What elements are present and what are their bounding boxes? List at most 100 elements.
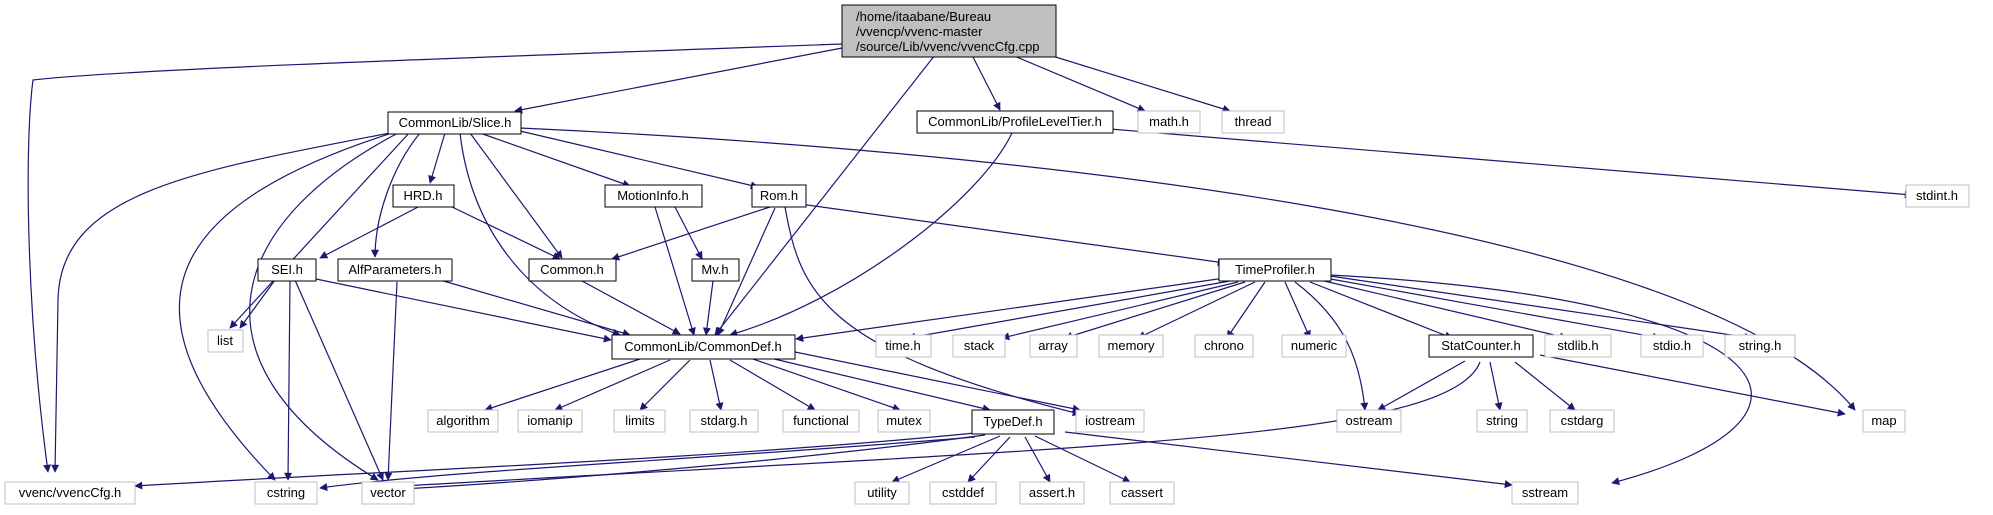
node-profileleveltier-h[interactable]: CommonLib/ProfileLevelTier.h: [916, 110, 1114, 134]
node-timeprofiler-h[interactable]: TimeProfiler.h: [1218, 258, 1332, 282]
edge-tp-to-memory: [1137, 281, 1256, 339]
node-cstdarg[interactable]: cstdarg: [1549, 409, 1615, 433]
node-array-label: array: [1038, 338, 1068, 353]
node-cstring[interactable]: cstring: [254, 481, 318, 505]
node-motioninfo-h[interactable]: MotionInfo.h: [604, 184, 703, 208]
node-algorithm[interactable]: algorithm: [427, 409, 499, 433]
edge-cd-to-stdarg: [709, 359, 724, 411]
node-stack-label: stack: [964, 338, 995, 353]
node-cassert[interactable]: cassert: [1109, 481, 1175, 505]
edge-slice-to-motion: [479, 132, 631, 188]
node-slice-h[interactable]: CommonLib/Slice.h: [387, 111, 522, 135]
edge-cd-to-iomanip: [554, 359, 671, 411]
node-algorithm-label: algorithm: [436, 413, 489, 428]
edge-motion-to-commondef: [654, 206, 696, 336]
node-list[interactable]: list: [207, 329, 244, 353]
node-statcounter-label: StatCounter.h: [1441, 338, 1521, 353]
node-iostream[interactable]: iostream: [1075, 409, 1145, 433]
node-mutex[interactable]: mutex: [877, 409, 931, 433]
node-utility[interactable]: utility: [854, 481, 910, 505]
node-stringh-label: string.h: [1739, 338, 1782, 353]
node-time-h[interactable]: time.h: [875, 334, 932, 358]
node-mv-h[interactable]: Mv.h: [691, 258, 740, 282]
node-rom-label: Rom.h: [760, 188, 798, 203]
node-functional-label: functional: [793, 413, 849, 428]
edge-motion-to-mv: [674, 206, 703, 260]
node-stdarg-h[interactable]: stdarg.h: [689, 409, 759, 433]
node-map[interactable]: map: [1862, 409, 1906, 433]
node-common-h[interactable]: Common.h: [528, 258, 617, 282]
node-cstddef[interactable]: cstddef: [929, 481, 997, 505]
node-vector[interactable]: vector: [361, 481, 415, 505]
node-string-label: string: [1486, 413, 1518, 428]
edge-sei-to-vector: [294, 279, 384, 481]
edge-sc-to-cstdarg: [1514, 361, 1576, 411]
edge-sei-to-list: [239, 279, 276, 329]
node-stdlib-h[interactable]: stdlib.h: [1544, 334, 1612, 358]
node-alfparameters-h[interactable]: AlfParameters.h: [337, 258, 453, 282]
node-stdarg-label: stdarg.h: [701, 413, 748, 428]
node-vvenccfg-cpp[interactable]: /home/itaabane/Bureau /vvencp/vvenc-mast…: [841, 4, 1057, 58]
edge-rom-to-timeprof: [799, 203, 1226, 266]
node-hrd-h[interactable]: HRD.h: [392, 184, 455, 208]
node-stdio-h[interactable]: stdio.h: [1640, 334, 1704, 358]
node-cassert-label: cassert: [1121, 485, 1163, 500]
node-limits[interactable]: limits: [613, 409, 666, 433]
edge-hrd-to-common: [449, 205, 561, 260]
node-cstring-label: cstring: [267, 485, 305, 500]
node-functional[interactable]: functional: [782, 409, 860, 433]
node-rom-h[interactable]: Rom.h: [751, 184, 807, 208]
edge-rom-to-commondef: [717, 207, 776, 336]
node-typedef-label: TypeDef.h: [983, 414, 1042, 429]
node-stdint-h[interactable]: stdint.h: [1905, 184, 1970, 208]
node-ostream-label: ostream: [1346, 413, 1393, 428]
edge-cd-to-mutex: [749, 357, 901, 412]
node-commondef-h[interactable]: CommonLib/CommonDef.h: [611, 334, 796, 360]
node-iomanip[interactable]: iomanip: [517, 409, 583, 433]
edge-sc-to-vector: [401, 361, 1481, 490]
edge-slice-to-cstring: [178, 131, 396, 481]
node-sstream[interactable]: sstream: [1511, 481, 1579, 505]
node-assert-label: assert.h: [1029, 485, 1075, 500]
edge-cd-to-typedef: [769, 357, 991, 413]
edge-td-to-vvenccfg: [134, 432, 976, 490]
node-string-h[interactable]: string.h: [1724, 334, 1796, 358]
node-string[interactable]: string: [1476, 409, 1528, 433]
node-sei-h[interactable]: SEI.h: [257, 258, 317, 282]
node-chrono[interactable]: chrono: [1194, 334, 1254, 358]
node-memory[interactable]: memory: [1098, 334, 1164, 358]
node-statcounter-h[interactable]: StatCounter.h: [1428, 334, 1534, 358]
node-profile-label: CommonLib/ProfileLevelTier.h: [928, 114, 1102, 129]
node-slice-label: CommonLib/Slice.h: [399, 115, 512, 130]
node-root-line-1: /home/itaabane/Bureau: [856, 9, 991, 24]
edge-tp-to-commondef: [795, 277, 1226, 342]
node-map-label: map: [1871, 413, 1896, 428]
edge-cd-to-iostream: [794, 351, 1081, 413]
node-ostream[interactable]: ostream: [1336, 409, 1402, 433]
edge-slice-to-list: [229, 131, 411, 329]
node-commondef-label: CommonLib/CommonDef.h: [624, 339, 782, 354]
edge-slice-to-map: [519, 127, 1856, 411]
edge-sei-to-cstring: [284, 279, 293, 481]
edge-common-to-commondef: [581, 280, 681, 335]
node-assert-h[interactable]: assert.h: [1019, 481, 1085, 505]
node-vvenc-vvenccfg-h[interactable]: vvenc/vvencCfg.h: [4, 481, 136, 505]
node-numeric[interactable]: numeric: [1281, 334, 1347, 358]
edge-rom-to-common: [611, 206, 771, 261]
edge-root-to-profile: [971, 54, 1001, 111]
edge-root-to-vvenccfg: [27, 43, 843, 473]
edge-tp-to-ostream: [1294, 281, 1369, 411]
node-thread[interactable]: thread: [1221, 110, 1285, 134]
node-cstddef-label: cstddef: [942, 485, 984, 500]
node-stack[interactable]: stack: [952, 334, 1006, 358]
node-array[interactable]: array: [1029, 334, 1078, 358]
edge-root-to-commondef: [714, 54, 936, 336]
edge-slice-to-common: [469, 132, 563, 259]
node-typedef-h[interactable]: TypeDef.h: [971, 409, 1055, 435]
edge-cd-to-functional: [729, 359, 816, 411]
edge-root-to-slice: [514, 47, 843, 114]
node-math-h[interactable]: math.h: [1137, 110, 1201, 134]
edge-slice-to-vector: [249, 131, 401, 481]
node-limits-label: limits: [625, 413, 655, 428]
edge-slice-to-vvenccfg: [51, 130, 401, 473]
